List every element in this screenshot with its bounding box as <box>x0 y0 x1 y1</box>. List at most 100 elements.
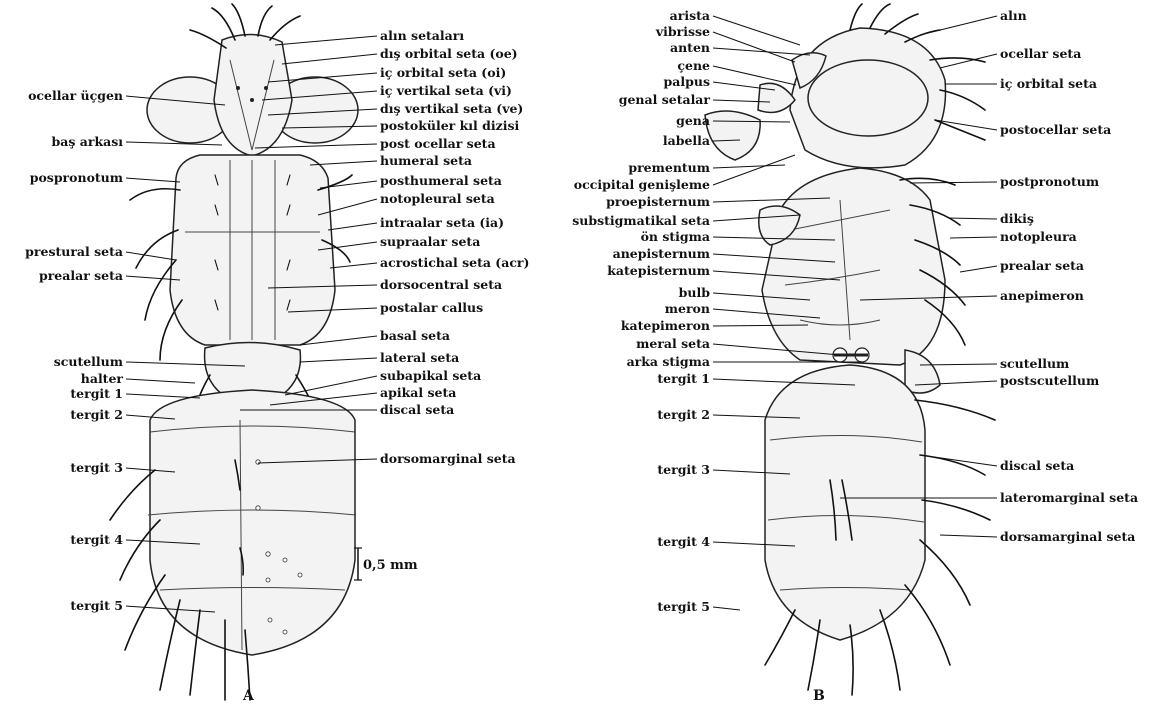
compound-eye-b <box>808 60 928 136</box>
fly-b-label: alın <box>1000 8 1027 23</box>
fly-b-leader-line <box>920 16 997 35</box>
fly-b-label: tergit 3 <box>657 462 710 477</box>
fly-b-label: tergit 4 <box>657 534 710 549</box>
fly-b-label: tergit 1 <box>657 371 710 386</box>
fly-b-label: vibrisse <box>655 24 710 39</box>
fly-a-label: subapikal seta <box>380 368 481 383</box>
fly-a-label: lateral seta <box>380 350 459 365</box>
fly-b-label: occipital genişleme <box>574 177 710 192</box>
fly-b-label: meron <box>665 301 710 316</box>
fly-b-leader-line <box>960 266 997 272</box>
fly-b-label: labella <box>663 133 710 148</box>
fly-a-leader-line <box>310 161 377 165</box>
labella <box>705 111 760 160</box>
fly-b-label: substigmatikal seta <box>572 213 710 228</box>
fly-b-label: palpus <box>664 74 710 89</box>
fly-a-label: tergit 3 <box>70 460 123 475</box>
fly-b-leader-line <box>713 32 795 62</box>
fly-b-label: anepimeron <box>1000 288 1084 303</box>
fly-b-label: gena <box>676 113 710 128</box>
fly-a-label: prestural seta <box>25 244 123 259</box>
fly-a-label: halter <box>81 371 124 386</box>
fly-a-label: basal seta <box>380 328 450 343</box>
fly-a-label: postoküler kıl dizisi <box>380 118 519 133</box>
fly-a-label: prealar seta <box>39 268 123 283</box>
thorax-b <box>762 168 945 365</box>
fly-a-leader-line <box>330 263 377 268</box>
fly-b-leader-line <box>910 182 997 183</box>
fly-b-label: postocellar seta <box>1000 122 1111 137</box>
fly-b-leader-line <box>940 54 997 68</box>
fly-b-label: dikiş <box>1000 211 1034 226</box>
fly-a-leader-line <box>126 178 180 182</box>
fly-b-leader-line <box>935 120 997 130</box>
fly-b-label: postpronotum <box>1000 174 1099 189</box>
abdomen-b <box>765 365 925 640</box>
fly-a-leader-line <box>126 394 200 398</box>
fly-a-label: iç orbital seta (oi) <box>380 65 506 80</box>
fly-b-label: proepisternum <box>606 194 710 209</box>
fly-b-leader-line <box>713 66 796 85</box>
fly-a-label: dorsocentral seta <box>380 277 502 292</box>
fly-a-label: alın setaları <box>380 28 464 43</box>
fly-b-label: genal setalar <box>619 92 711 107</box>
fly-b-label: iç orbital seta <box>1000 76 1097 91</box>
panel-label-a: A <box>242 688 255 704</box>
scale-bar-label: 0,5 mm <box>363 558 418 573</box>
fly-b-label: prementum <box>628 160 710 175</box>
fly-a-label: notopleural seta <box>380 191 495 206</box>
fly-a-label: postalar callus <box>380 300 483 315</box>
panel-label-b: B <box>813 688 825 704</box>
fly-b-leader-line <box>940 535 997 537</box>
fly-a-label: tergit 5 <box>70 598 123 613</box>
fly-a-leader-line <box>300 358 377 362</box>
fly-a-leader-line <box>126 252 176 260</box>
fly-a-label: ocellar üçgen <box>28 88 123 103</box>
fly-b-leader-line <box>948 218 997 219</box>
fly-b-label: arista <box>670 8 710 23</box>
frons <box>214 34 292 156</box>
fly-a-label: acrostichal seta (acr) <box>380 255 529 270</box>
fly-a-dorsal-drawing <box>110 4 362 700</box>
scutellum-b <box>905 350 940 393</box>
fly-a-label: posthumeral seta <box>380 173 502 188</box>
fly-a-leader-line <box>275 36 377 45</box>
fly-b-label: notopleura <box>1000 229 1077 244</box>
fly-a-label: discal seta <box>380 402 454 417</box>
fly-b-label: prealar seta <box>1000 258 1084 273</box>
fly-b-label: scutellum <box>1000 356 1069 371</box>
fly-a-leader-line <box>282 54 377 64</box>
fly-a-label: apikal seta <box>380 385 456 400</box>
fly-b-label: çene <box>677 58 710 73</box>
fly-a-leader-line <box>328 223 377 230</box>
fly-b-label: ocellar seta <box>1000 46 1081 61</box>
fly-a-label: dış orbital seta (oe) <box>380 46 518 61</box>
fly-b-label: anepisternum <box>613 246 710 261</box>
fly-a-label: supraalar seta <box>380 234 480 249</box>
fly-b-label: ön stigma <box>641 229 710 244</box>
fly-b-label: meral seta <box>636 336 710 351</box>
fly-b-leader-line <box>713 165 785 168</box>
fly-a-label: scutellum <box>54 354 123 369</box>
abdomen-a <box>150 390 355 655</box>
fly-b-leader-line <box>950 237 997 238</box>
fly-b-label: discal seta <box>1000 458 1074 473</box>
fly-a-label: tergit 2 <box>70 407 123 422</box>
fly-a-label: intraalar seta (ia) <box>380 215 504 230</box>
fly-a-label: baş arkası <box>52 134 124 149</box>
fly-b-label: postscutellum <box>1000 373 1099 388</box>
fly-a-label: post ocellar seta <box>380 136 496 151</box>
fly-b-label: katepimeron <box>621 318 710 333</box>
fly-b-label: dorsamarginal seta <box>1000 529 1135 544</box>
fly-b-label: arka stigma <box>627 354 710 369</box>
fly-a-label: iç vertikal seta (vi) <box>380 83 512 98</box>
fly-a-leader-line <box>126 142 222 145</box>
fly-a-label: tergit 4 <box>70 532 123 547</box>
fly-b-label: anten <box>670 40 710 55</box>
fly-b-leader-line <box>713 48 810 55</box>
fly-a-label: tergit 1 <box>70 386 123 401</box>
fly-a-label: humeral seta <box>380 153 472 168</box>
fly-b-lateral-drawing <box>705 4 995 695</box>
